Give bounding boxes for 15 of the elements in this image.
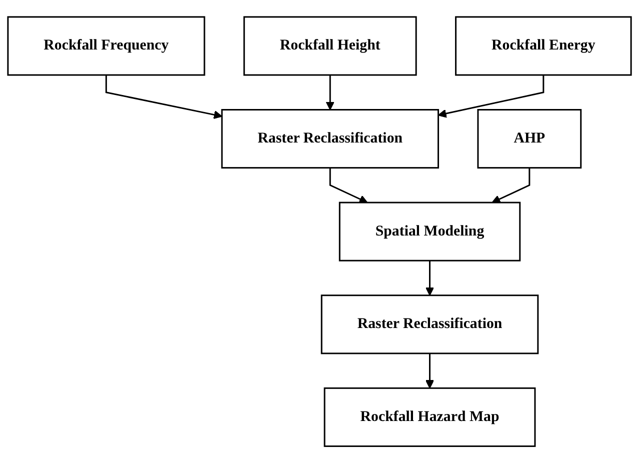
arrow	[326, 74, 334, 110]
node-box: Rockfall Energy	[455, 16, 632, 76]
node-box: Raster Reclassification	[320, 294, 539, 354]
node-box: AHP	[477, 108, 582, 168]
arrow	[425, 260, 434, 296]
arrow	[105, 74, 222, 119]
node-box: Spatial Modeling	[338, 202, 521, 262]
arrow	[425, 353, 434, 388]
arrow	[492, 168, 530, 204]
arrow	[329, 168, 368, 204]
node-box: Rockfall Hazard Map	[324, 387, 536, 447]
node-box: Raster Reclassification	[221, 108, 440, 168]
arrow	[438, 74, 544, 118]
node-box: Rockfall Height	[243, 16, 417, 76]
node-box: Rockfall Frequency	[7, 16, 206, 76]
